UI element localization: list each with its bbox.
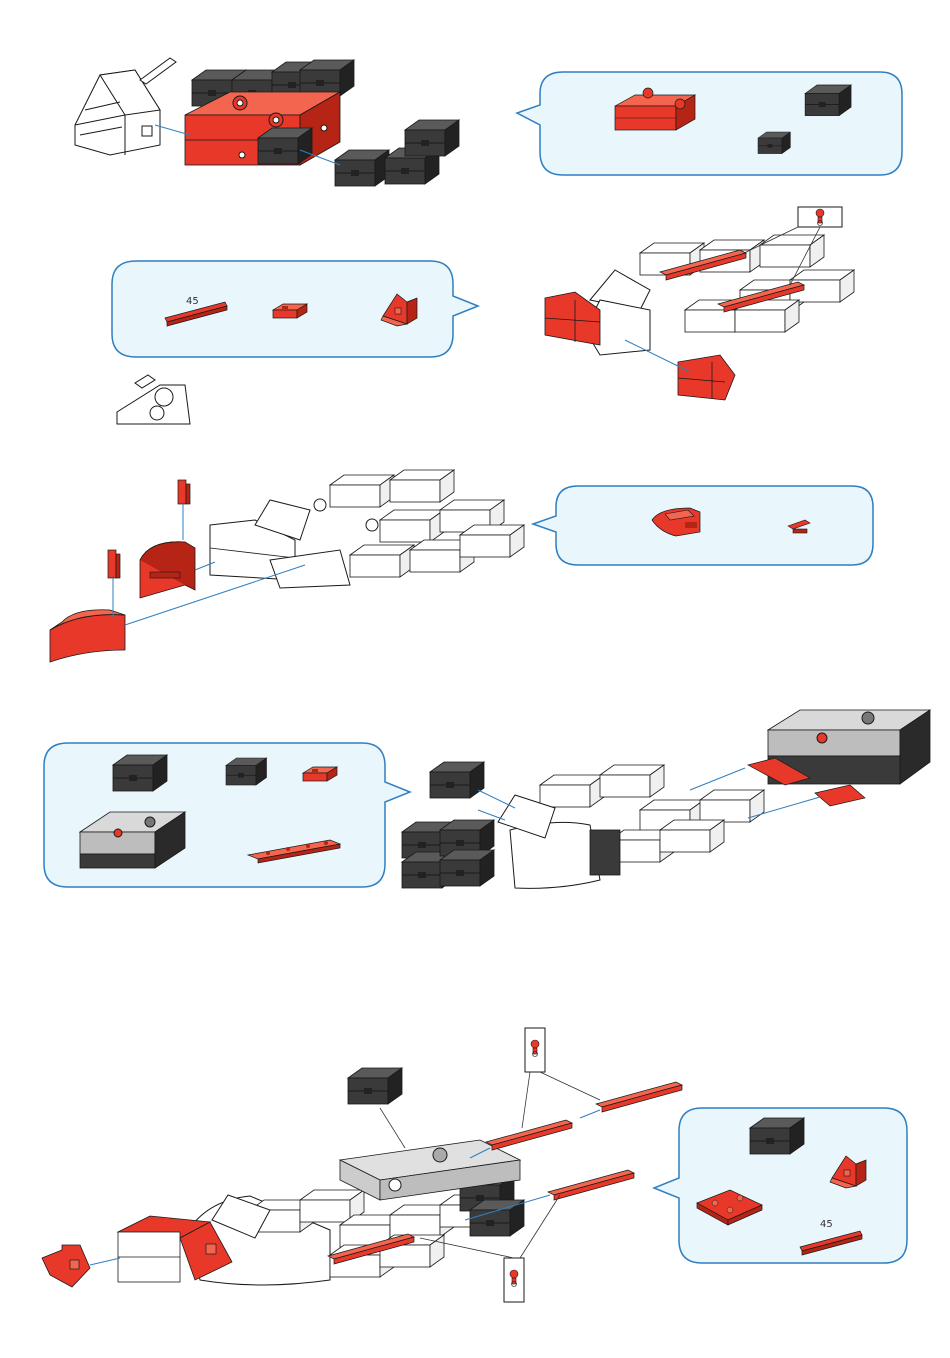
black-block (348, 1068, 402, 1104)
black-block-small (758, 132, 790, 154)
step-1-diagram (75, 58, 902, 186)
callout-step-5: 45 (654, 1108, 907, 1263)
red-rail-1 (486, 1120, 572, 1150)
clip-detail-box-top (522, 1028, 600, 1128)
white-subassembly (75, 58, 176, 155)
red-clip-upper (178, 480, 190, 504)
red-rail-3 (548, 1170, 634, 1200)
black-block-small (226, 758, 267, 785)
black-block (405, 120, 459, 156)
step-2-diagram: 45 (112, 207, 854, 424)
leader-line (380, 1108, 405, 1148)
black-block (335, 150, 389, 186)
guide-line (90, 1258, 120, 1265)
step-3-diagram (50, 470, 873, 662)
red-end-cap (42, 1245, 90, 1287)
chassis-assembly-step-4 (402, 710, 930, 888)
white-triangle-part (117, 375, 190, 424)
chassis-assembly-step-2 (545, 235, 854, 400)
red-wedge-rear (678, 355, 735, 400)
chassis-assembly-step-5 (118, 1140, 524, 1285)
red-clip-lower (108, 550, 120, 578)
callout-step-3 (533, 486, 873, 565)
black-block (258, 128, 312, 164)
red-curved-large (50, 610, 125, 662)
step-5-diagram: 45 (42, 1028, 907, 1302)
callout-step-2: 45 (112, 261, 478, 357)
red-rail-2 (596, 1082, 682, 1112)
axle-length-label: 45 (820, 1219, 833, 1230)
callout-step-4 (44, 743, 410, 887)
black-block-large (750, 1118, 804, 1154)
red-curved-small (140, 542, 195, 598)
black-block-large (805, 85, 851, 116)
black-block-large (113, 755, 167, 791)
callout-step-1 (517, 72, 902, 175)
guide-line (580, 1110, 600, 1118)
chassis-assembly-step-3 (210, 470, 524, 588)
step-4-diagram (44, 710, 930, 888)
axle-length-label: 45 (186, 296, 199, 307)
